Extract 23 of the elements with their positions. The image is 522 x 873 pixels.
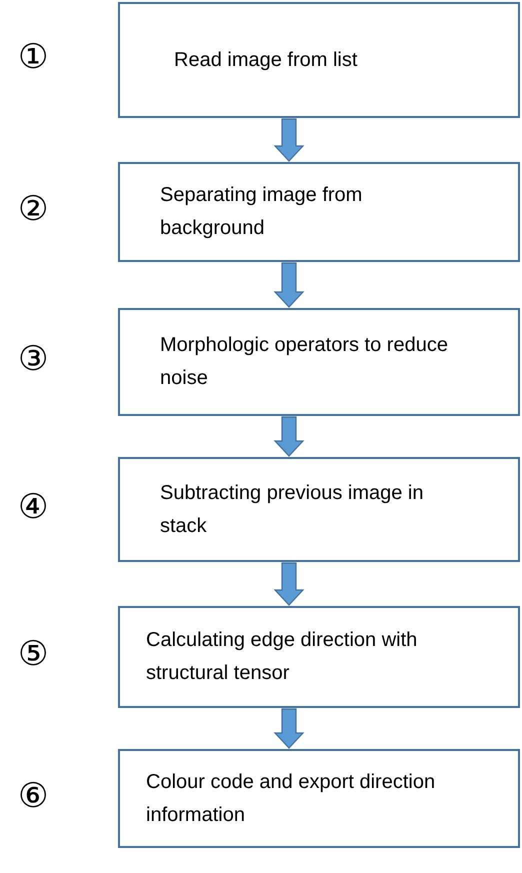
step-number: ② — [18, 192, 48, 226]
process-box — [118, 2, 520, 118]
step-number: ① — [18, 40, 48, 74]
step-text: Subtracting previous image in stack — [160, 480, 424, 538]
block-arrow — [274, 416, 304, 457]
process-box — [118, 749, 520, 848]
block-arrow — [274, 708, 304, 749]
process-box — [118, 162, 520, 262]
step-text: Calculating edge direction with structural tensor — [146, 628, 418, 686]
step-number: ③ — [18, 342, 48, 376]
step-text: Colour code and export direction information — [146, 770, 436, 828]
block-arrow — [274, 262, 304, 308]
step-text: Read image from list — [174, 48, 358, 72]
block-arrow — [274, 118, 304, 162]
process-box — [118, 457, 520, 562]
step-number: ⑤ — [18, 637, 48, 671]
step-number: ④ — [18, 490, 48, 524]
step-text: Morphologic operators to reduce noise — [160, 333, 449, 391]
step-text: Separating image from background — [160, 183, 364, 241]
process-box — [118, 606, 520, 708]
process-box — [118, 308, 520, 416]
step-number: ⑥ — [18, 778, 48, 812]
block-arrow — [274, 562, 304, 606]
